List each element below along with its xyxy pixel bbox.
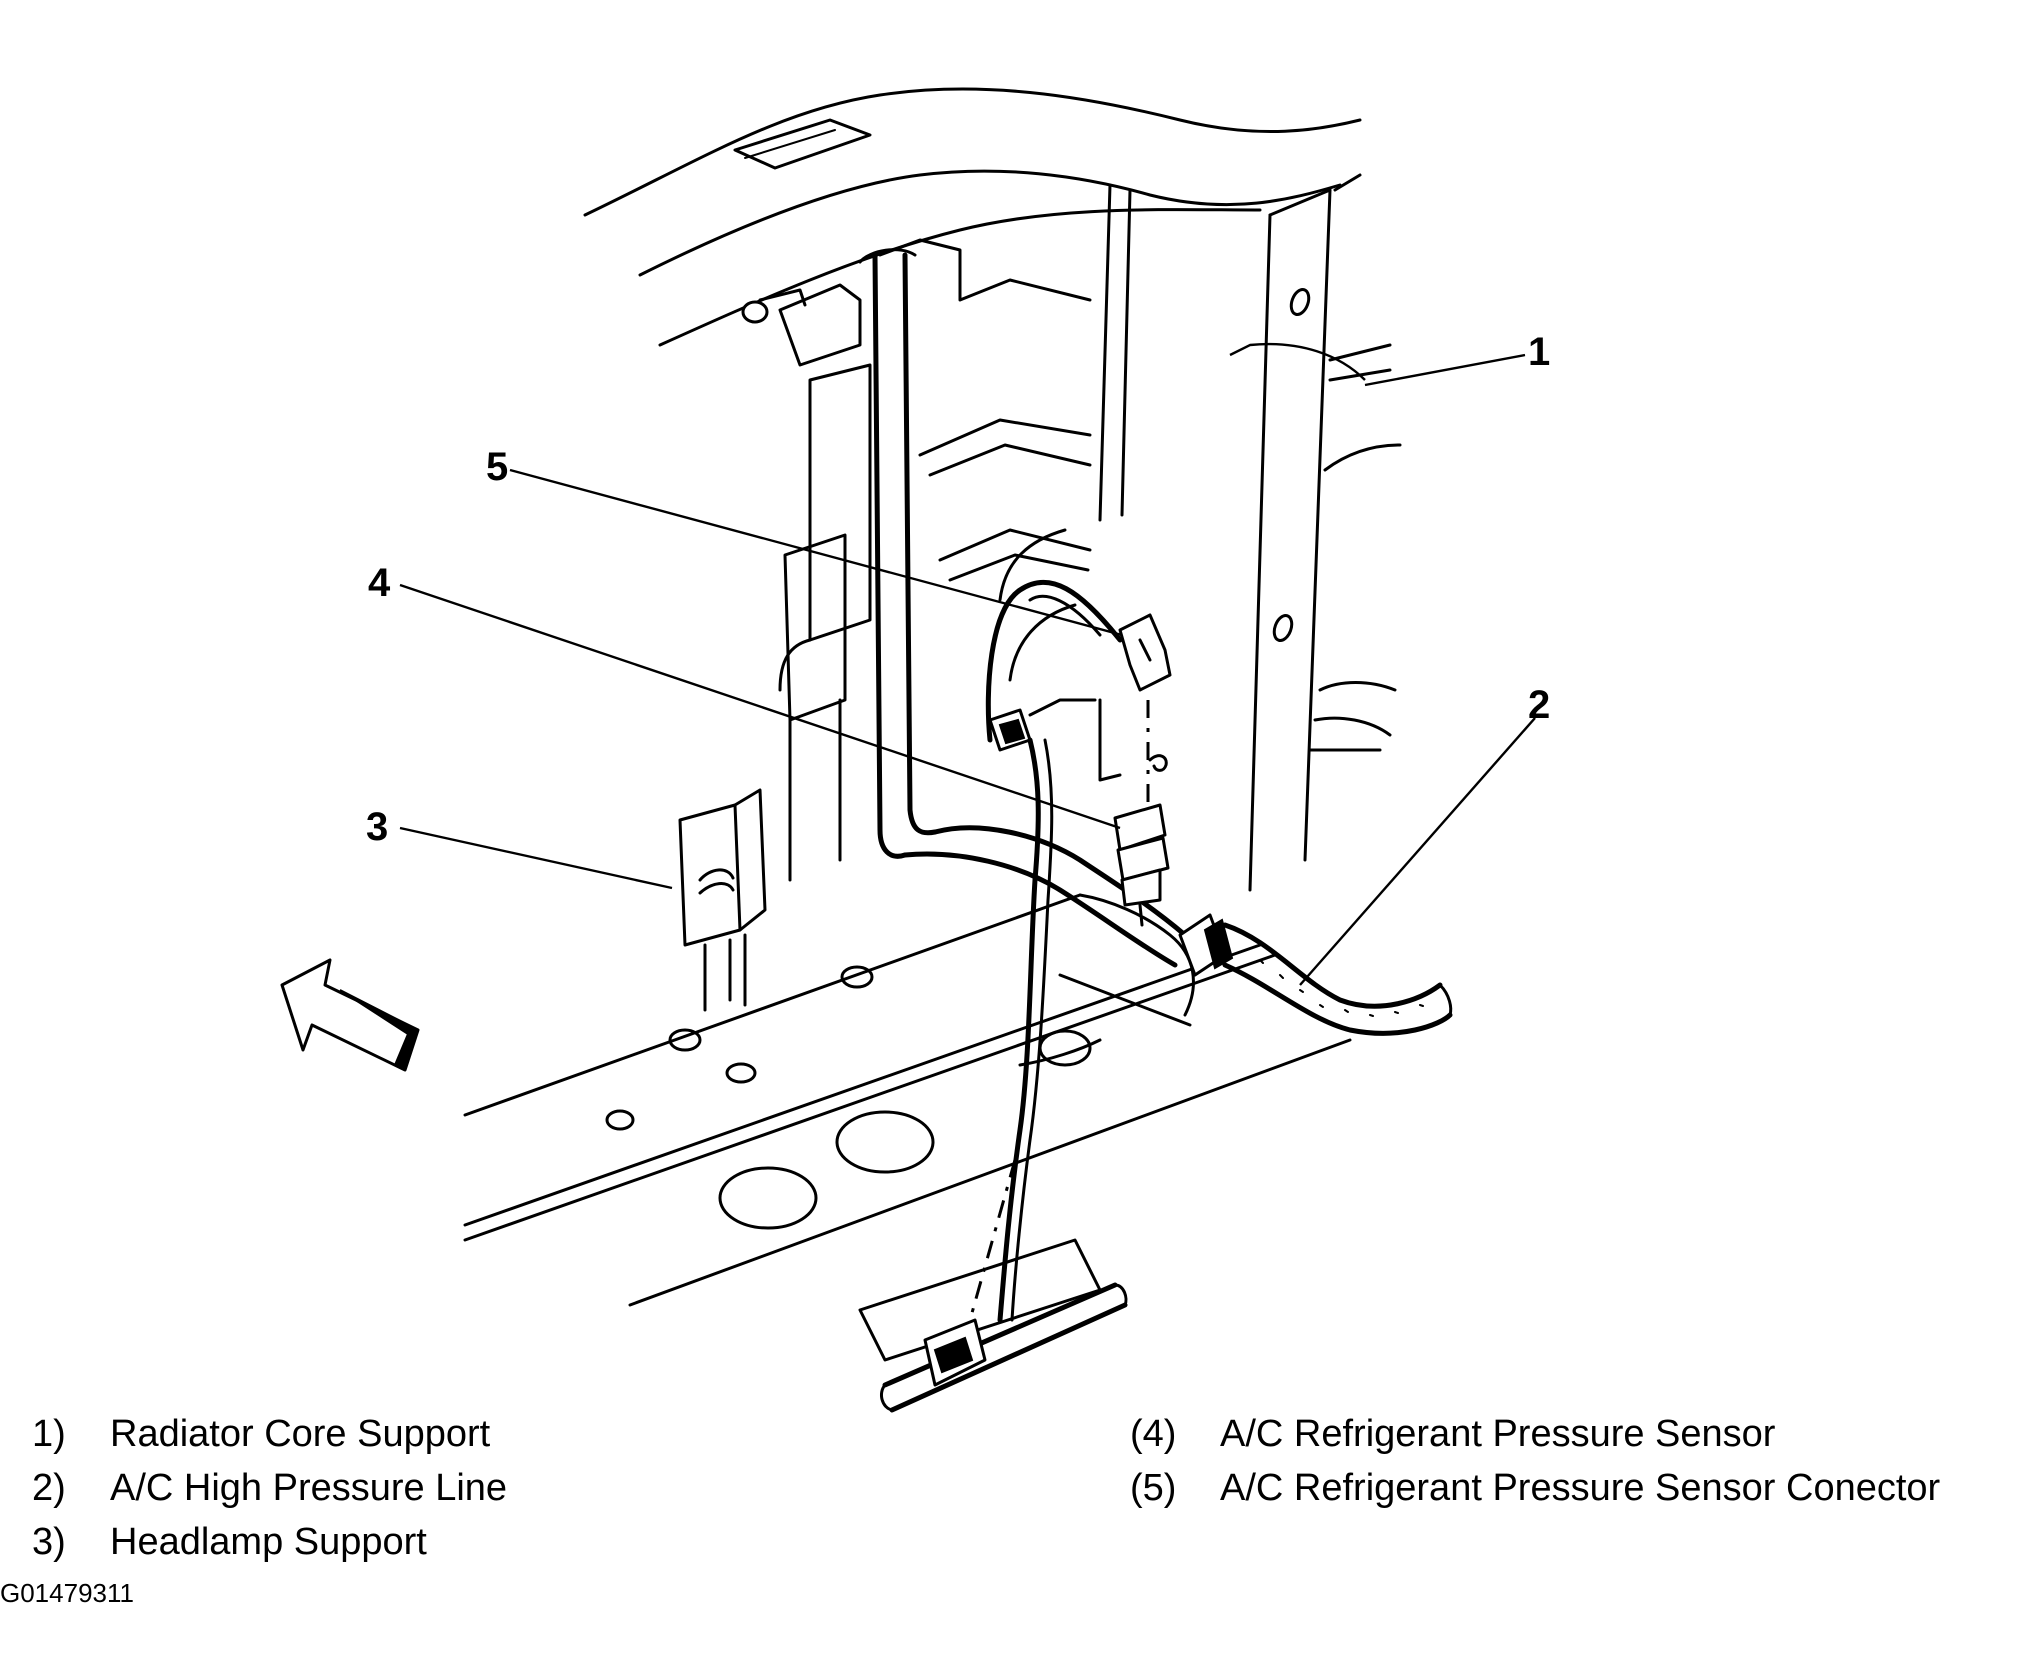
legend-text: A/C Refrigerant Pressure Sensor (1220, 1413, 1776, 1455)
leader-line-1b (1364, 353, 1526, 387)
callout-2: 2 (1528, 683, 1550, 727)
legend-text: Radiator Core Support (110, 1413, 491, 1455)
callout-5: 5 (486, 445, 508, 489)
leader-line-3 (399, 826, 673, 890)
callout-1: 1 (1528, 330, 1550, 374)
legend-item-3: 3) Headlamp Support (32, 1520, 427, 1564)
legend-number: (5) (1130, 1467, 1177, 1509)
leader-lines (399, 342, 1536, 986)
legend-item-4: (4) A/C Refrigerant Pressure Sensor (1130, 1412, 1775, 1456)
legend-text: Headlamp Support (110, 1521, 427, 1563)
leader-line-1 (1229, 342, 1366, 381)
legend-number: (4) (1130, 1413, 1177, 1455)
legend-number: 3) (32, 1521, 66, 1563)
legend-item-5: (5) A/C Refrigerant Pressure Sensor Conec… (1130, 1466, 1940, 1510)
legend-item-2: 2) A/C High Pressure Line (32, 1466, 507, 1510)
legend-item-1: 1) Radiator Core Support (32, 1412, 490, 1456)
callout-4: 4 (368, 561, 391, 605)
radiator-core-support-drawing (583, 87, 1402, 892)
ac-pressure-sensor-drawing (1113, 803, 1170, 927)
legend-text: A/C Refrigerant Pressure Sensor Conector (1220, 1467, 1941, 1509)
callout-3: 3 (366, 805, 388, 849)
leader-line-4 (399, 583, 1121, 830)
ac-high-pressure-line-drawing (902, 825, 1453, 1036)
callout-labels: 1 2 3 4 5 (366, 330, 1550, 849)
legend-number: 1) (32, 1413, 66, 1455)
leader-line-5 (509, 468, 1123, 637)
headlamp-support-drawing (678, 788, 767, 1012)
leader-line-2 (1299, 717, 1536, 986)
legend-text: A/C High Pressure Line (110, 1467, 508, 1509)
figure-id: G01479311 (0, 1578, 134, 1608)
ac-pressure-sensor-connector-drawing (880, 579, 1172, 1413)
forward-direction-arrow-icon (280, 958, 420, 1072)
legend-number: 2) (32, 1467, 66, 1509)
